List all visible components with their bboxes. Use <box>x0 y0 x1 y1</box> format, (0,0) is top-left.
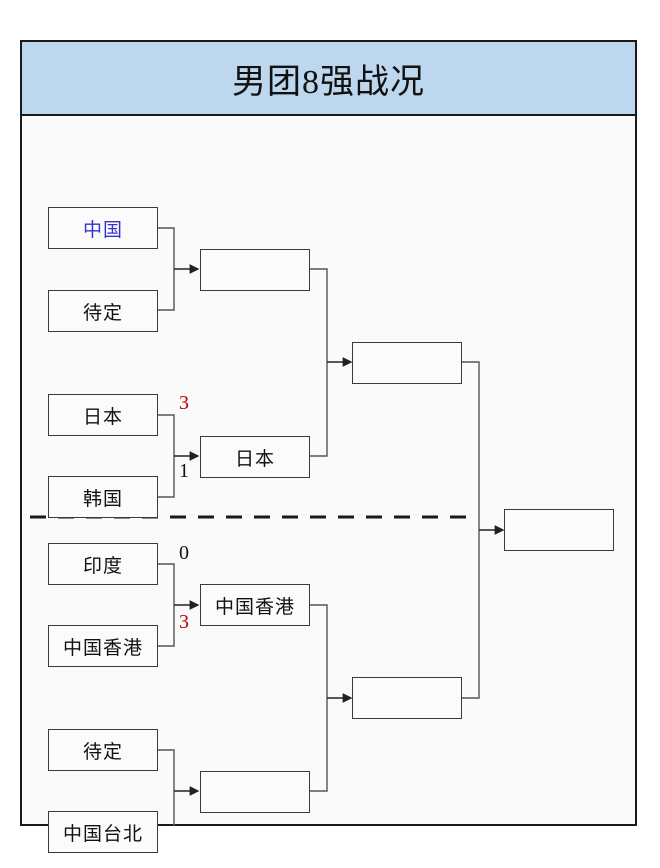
qf-slot-tbd-1[interactable]: 待定 <box>48 290 158 332</box>
bracket-canvas: 中国 待定 日本 韩国 印度 中国香港 待定 中国台北 3 1 0 3 日本 中… <box>22 116 635 853</box>
qf-slot-japan[interactable]: 日本 <box>48 394 158 436</box>
title-bar: 男团8强战况 <box>22 42 635 116</box>
champion-slot[interactable] <box>504 509 614 551</box>
sf-slot-3-hongkong[interactable]: 中国香港 <box>200 584 310 626</box>
qf-slot-hongkong[interactable]: 中国香港 <box>48 625 158 667</box>
score-korea: 1 <box>179 460 189 482</box>
score-india: 0 <box>179 542 189 564</box>
score-hongkong: 3 <box>179 611 189 633</box>
final-four-slot-bottom[interactable] <box>352 677 462 719</box>
qf-slot-korea[interactable]: 韩国 <box>48 476 158 518</box>
final-four-slot-top[interactable] <box>352 342 462 384</box>
sf-slot-4[interactable] <box>200 771 310 813</box>
sf-slot-2-japan[interactable]: 日本 <box>200 436 310 478</box>
qf-slot-tbd-2[interactable]: 待定 <box>48 729 158 771</box>
page-title: 男团8强战况 <box>232 63 425 101</box>
score-japan: 3 <box>179 392 189 414</box>
qf-slot-india[interactable]: 印度 <box>48 543 158 585</box>
sf-slot-1[interactable] <box>200 249 310 291</box>
qf-slot-china[interactable]: 中国 <box>48 207 158 249</box>
qf-slot-chinese-taipei[interactable]: 中国台北 <box>48 811 158 853</box>
bracket-board: 男团8强战况 <box>20 40 637 853</box>
